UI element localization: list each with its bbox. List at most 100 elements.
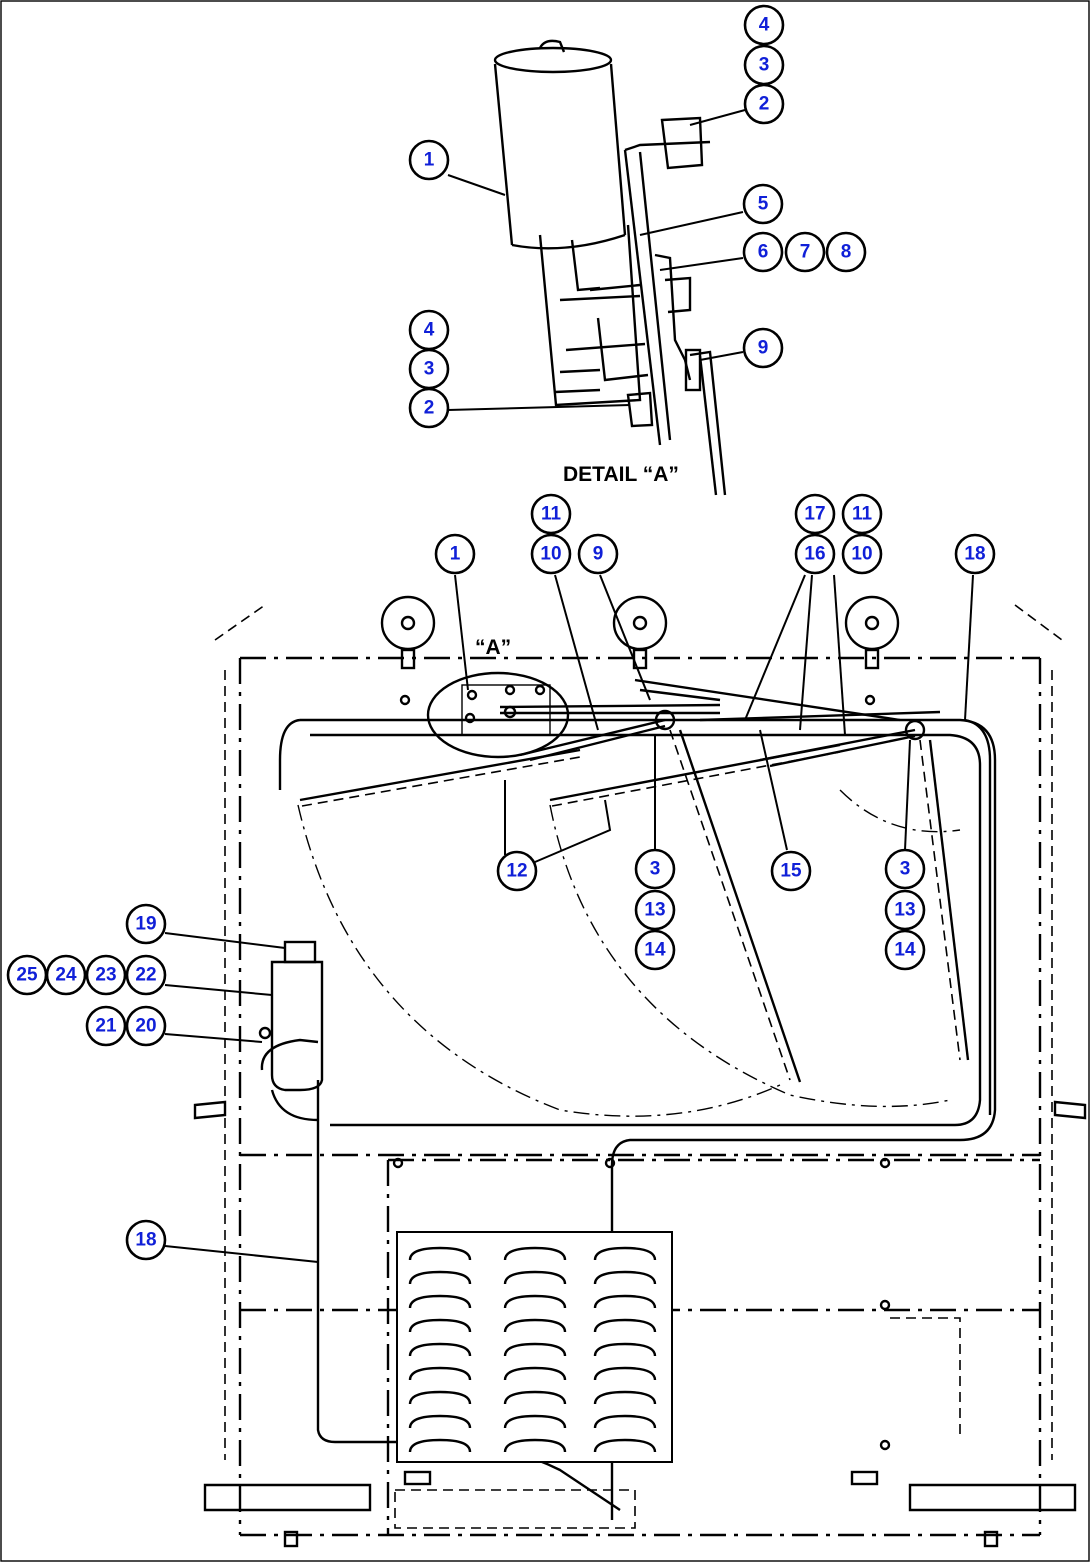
grille-louver — [503, 1414, 567, 1429]
svg-text:11: 11 — [541, 504, 562, 525]
grille-louver — [503, 1342, 567, 1357]
callout-3-top: 3 — [743, 44, 785, 86]
grille-louver — [593, 1438, 657, 1453]
svg-text:14: 14 — [894, 940, 916, 961]
grille-louver — [408, 1414, 472, 1429]
svg-text:3: 3 — [650, 859, 661, 880]
callout-19: 19 — [125, 903, 167, 945]
grille-louver — [593, 1270, 657, 1285]
svg-text:3: 3 — [900, 859, 911, 880]
svg-text:11: 11 — [852, 504, 873, 525]
callout-21: 21 — [85, 1005, 127, 1047]
svg-text:14: 14 — [644, 940, 666, 961]
grille-louver — [408, 1366, 472, 1381]
callout-12: 12 — [496, 850, 538, 892]
svg-text:10: 10 — [540, 544, 561, 565]
callout-14-right: 14 — [884, 929, 926, 971]
svg-text:3: 3 — [424, 359, 435, 380]
grille-louver — [593, 1246, 657, 1261]
callout-10-left: 10 — [530, 533, 572, 575]
callout-1-detail: 1 — [408, 139, 450, 181]
callout-2-top: 2 — [743, 83, 785, 125]
detail-a-label: DETAIL “A” — [563, 463, 679, 486]
callout-10-right: 10 — [841, 533, 883, 575]
grille-louver — [408, 1390, 472, 1405]
callout-4-top: 4 — [743, 4, 785, 46]
svg-text:9: 9 — [593, 544, 604, 565]
callout-9-detail: 9 — [742, 327, 784, 369]
callout-8: 8 — [825, 231, 867, 273]
callout-6: 6 — [742, 231, 784, 273]
grille-louver — [503, 1366, 567, 1381]
callout-13-right: 13 — [884, 889, 926, 931]
callout-16: 16 — [794, 533, 836, 575]
grille-louver — [503, 1318, 567, 1333]
callout-23: 23 — [85, 954, 127, 996]
svg-text:3: 3 — [759, 55, 770, 76]
grille-louver — [503, 1390, 567, 1405]
work-lamp-left — [380, 595, 436, 670]
callout-3-left: 3 — [634, 848, 676, 890]
svg-text:1: 1 — [450, 544, 461, 565]
washer-tank — [258, 940, 324, 1122]
grille-louver — [593, 1318, 657, 1333]
svg-text:25: 25 — [16, 965, 38, 986]
callout-4-mid: 4 — [408, 309, 450, 351]
detail-a-wiper-motor — [493, 39, 727, 496]
svg-text:4: 4 — [424, 320, 435, 341]
callout-11-left: 11 — [530, 493, 572, 535]
grille-louver — [503, 1438, 567, 1453]
callout-18-bottom: 18 — [125, 1219, 167, 1261]
view-a-marker: “A” — [475, 636, 511, 659]
grille-louver — [503, 1270, 567, 1285]
svg-text:2: 2 — [759, 94, 770, 115]
grille-louver — [408, 1342, 472, 1357]
svg-text:10: 10 — [851, 544, 872, 565]
cab-front-view — [193, 595, 1087, 1548]
svg-text:23: 23 — [95, 965, 116, 986]
svg-text:13: 13 — [894, 900, 915, 921]
callout-25: 25 — [6, 954, 48, 996]
callout-14-left: 14 — [634, 929, 676, 971]
callout-22: 22 — [125, 954, 167, 996]
svg-text:18: 18 — [964, 544, 985, 565]
grille-louver — [408, 1246, 472, 1261]
svg-text:6: 6 — [758, 242, 769, 263]
callout-9-main: 9 — [577, 533, 619, 575]
front-grille — [396, 1231, 673, 1463]
grille-louver — [408, 1318, 472, 1333]
svg-text:4: 4 — [759, 15, 770, 36]
svg-text:17: 17 — [804, 504, 825, 525]
grille-louver — [408, 1294, 472, 1309]
grille-louver — [408, 1270, 472, 1285]
svg-text:24: 24 — [55, 965, 77, 986]
work-lamp-center — [612, 595, 668, 670]
svg-text:18: 18 — [135, 1230, 156, 1251]
callout-2-mid: 2 — [408, 387, 450, 429]
svg-text:21: 21 — [95, 1016, 117, 1037]
svg-text:19: 19 — [135, 914, 156, 935]
grille-louver — [503, 1246, 567, 1261]
work-lamp-right — [844, 595, 900, 670]
grille-louver — [593, 1366, 657, 1381]
callout-24: 24 — [45, 954, 87, 996]
svg-text:1: 1 — [424, 150, 435, 171]
svg-text:13: 13 — [644, 900, 665, 921]
callout-11-right: 11 — [841, 493, 883, 535]
callout-15: 15 — [770, 850, 812, 892]
callout-7: 7 — [784, 231, 826, 273]
svg-text:5: 5 — [758, 194, 769, 215]
callout-5: 5 — [742, 183, 784, 225]
callout-3-mid: 3 — [408, 348, 450, 390]
svg-text:8: 8 — [841, 242, 852, 263]
svg-text:15: 15 — [780, 861, 802, 882]
grille-louver — [593, 1342, 657, 1357]
grille-louver — [408, 1438, 472, 1453]
grille-louver — [503, 1294, 567, 1309]
grille-louver — [593, 1294, 657, 1309]
svg-text:22: 22 — [135, 965, 156, 986]
svg-text:9: 9 — [758, 338, 769, 359]
callout-18-top: 18 — [954, 533, 996, 575]
grille-louver — [593, 1414, 657, 1429]
